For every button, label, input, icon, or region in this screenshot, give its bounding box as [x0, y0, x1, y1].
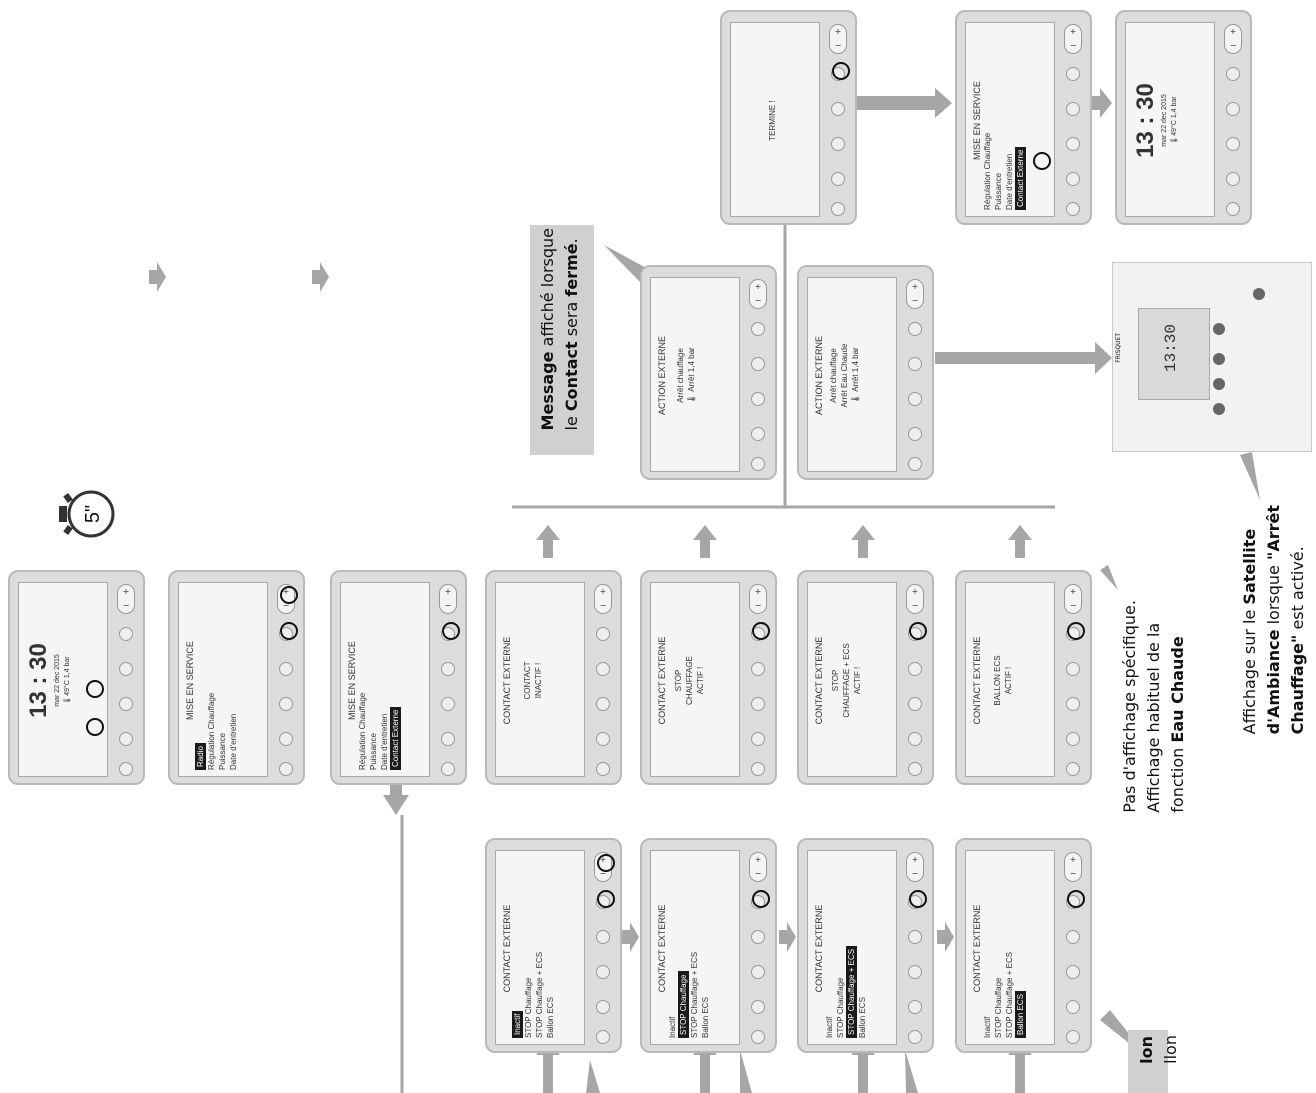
clock-display: 13 : 30 [25, 643, 52, 718]
device-contact-ballon-ecs: CONTACT EXTERNE BALLON ECS ACTIF ! +− [955, 570, 1092, 785]
device-menu-stop-chauffage-ecs: CONTACT EXTERNE Inactif STOP Chauffage S… [797, 838, 934, 1053]
satellite-ambiance: 13:30 FRISQUET [1112, 262, 1312, 452]
device-home: 13 : 30 mar 22 dec 2015 🌡49°C 1,4 bar +− [8, 570, 145, 785]
device-contact-inactif: CONTACT EXTERNE CONTACT INACTIF ! +− [485, 570, 622, 785]
note-ballon-partial: lon llon [1137, 1035, 1180, 1064]
device-action-externe-2: ACTION EXTERNE Arrêt chauffage Arrêt Eau… [797, 265, 934, 480]
plus-minus-button[interactable]: +− [117, 584, 135, 614]
button[interactable] [119, 627, 133, 641]
device-mise-en-service-1: MISE EN SERVICE Radio Régulation Chauffa… [168, 570, 305, 785]
button[interactable] [119, 697, 133, 711]
note-pas-affichage: Pas d'affichage spécifique. Affichage ha… [1120, 600, 1187, 813]
note-ballon-box [1128, 1030, 1168, 1093]
device-contact-stop-chauffage: CONTACT EXTERNE STOP CHAUFFAGE ACTIF ! +… [640, 570, 777, 785]
device-menu-inactif: CONTACT EXTERNE Inactif STOP Chauffage S… [485, 838, 622, 1053]
power-button[interactable] [119, 762, 133, 776]
satellite-display: 13:30 [1138, 308, 1210, 400]
note-satellite: Affichage sur le Satellite d'Ambiance lo… [1240, 505, 1307, 735]
device-menu-stop-chauffage: CONTACT EXTERNE Inactif STOP Chauffage S… [640, 838, 777, 1053]
note-message-box [530, 225, 594, 455]
device-action-externe-1: ACTION EXTERNE Arrêt chauffage 🌡 Arrêt 1… [640, 265, 777, 480]
device-contact-stop-chauffage-ecs: CONTACT EXTERNE STOP CHAUFFAGE + ECS ACT… [797, 570, 934, 785]
timer-label: 5" [82, 505, 104, 523]
device-termine: TERMINE ! +− [720, 10, 857, 225]
arrow-right [149, 262, 166, 292]
arrow-down-head [383, 795, 409, 815]
note-message: Message affiché lorsque le Contact sera … [538, 228, 581, 431]
device-mise-en-service-2: MISE EN SERVICE Régulation Chauffage Pui… [330, 570, 467, 785]
arrow-right [312, 262, 329, 292]
stopwatch-icon: 5" [55, 480, 119, 544]
device-final-clock: 13 : 30 mar 22 dec 2015 🌡49°C 1,4 bar +− [1115, 10, 1252, 225]
device-mise-en-service-3: MISE EN SERVICE Régulation Chauffage Pui… [955, 10, 1092, 225]
menu-button[interactable] [119, 732, 133, 746]
device-menu-ballon-ecs: CONTACT EXTERNE Inactif STOP Chauffage S… [955, 838, 1092, 1053]
button[interactable] [119, 662, 133, 676]
